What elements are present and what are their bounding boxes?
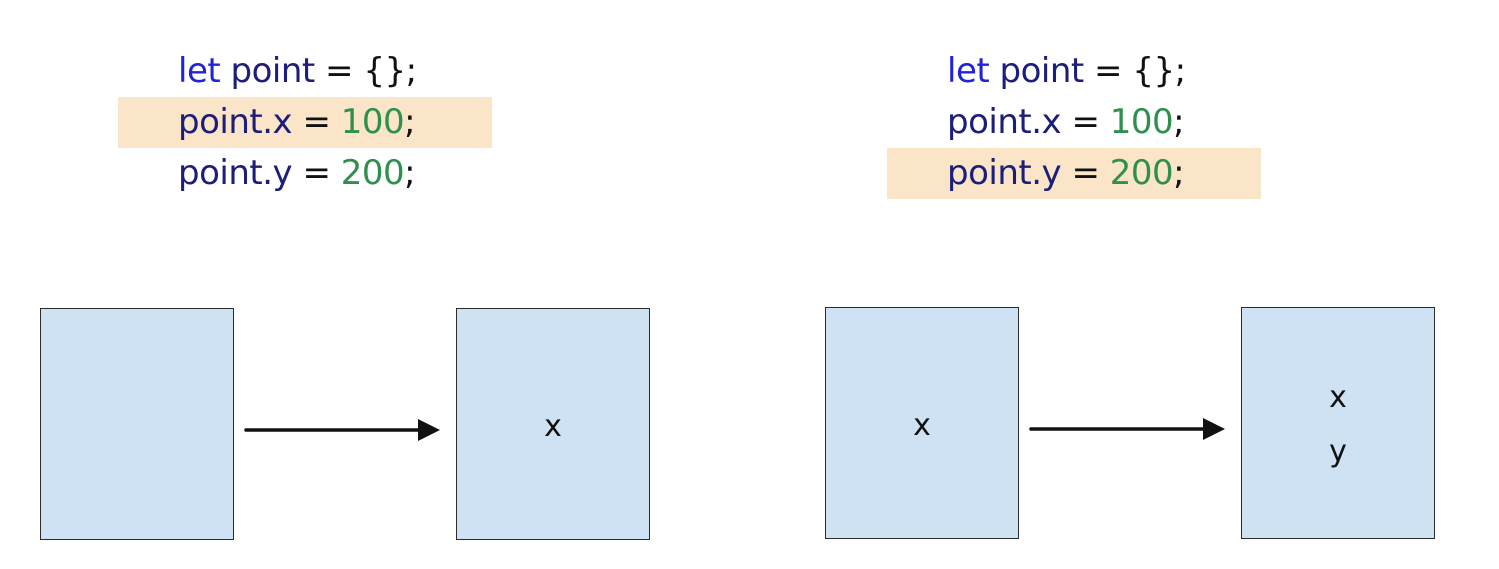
number-literal: 200 (340, 153, 405, 193)
hidden-class-x-box: x (825, 307, 1019, 539)
code-line-1: let point = {}; (887, 46, 1261, 97)
transition-arrow-left (244, 419, 440, 441)
property-label-y: y (1329, 434, 1347, 469)
left-panel: let point = {}; point.x = 100; point.y =… (0, 0, 749, 569)
identifier: point (999, 51, 1085, 91)
number-literal: 200 (1109, 153, 1174, 193)
semicolon: ; (1173, 102, 1185, 142)
operator: = (325, 51, 354, 91)
semicolon: ; (1174, 51, 1186, 91)
object-literal: {} (363, 51, 406, 91)
semicolon: ; (404, 153, 416, 193)
operator: = (1094, 51, 1123, 91)
semicolon: ; (404, 102, 416, 142)
property-label-x: x (1329, 380, 1347, 415)
identifier: point (230, 51, 316, 91)
property-label-x: x (544, 409, 562, 444)
code-line-1: let point = {}; (118, 46, 492, 97)
hidden-class-x-box: x (456, 308, 650, 540)
hidden-class-empty-box (40, 308, 234, 540)
property-label-x: x (913, 408, 931, 443)
transition-arrow-right (1029, 418, 1225, 440)
keyword-let: let (178, 51, 221, 91)
code-line-3: point.y = 200; (118, 148, 492, 199)
code-line-2: point.x = 100; (887, 97, 1261, 148)
number-literal: 100 (340, 102, 405, 142)
operator: = (302, 153, 331, 193)
code-block-left: let point = {}; point.x = 100; point.y =… (118, 46, 492, 199)
operator: = (302, 102, 331, 142)
identifier: point.y (947, 153, 1062, 193)
semicolon: ; (405, 51, 417, 91)
operator: = (1071, 102, 1100, 142)
right-panel: let point = {}; point.x = 100; point.y =… (785, 0, 1499, 569)
identifier: point.x (947, 102, 1062, 142)
object-literal: {} (1132, 51, 1175, 91)
keyword-let: let (947, 51, 990, 91)
hidden-class-xy-box: x y (1241, 307, 1435, 539)
identifier: point.y (178, 153, 293, 193)
code-line-3-highlighted: point.y = 200; (887, 148, 1261, 199)
number-literal: 100 (1109, 102, 1174, 142)
code-block-right: let point = {}; point.x = 100; point.y =… (887, 46, 1261, 199)
identifier: point.x (178, 102, 293, 142)
code-line-2-highlighted: point.x = 100; (118, 97, 492, 148)
semicolon: ; (1173, 153, 1185, 193)
operator: = (1071, 153, 1100, 193)
